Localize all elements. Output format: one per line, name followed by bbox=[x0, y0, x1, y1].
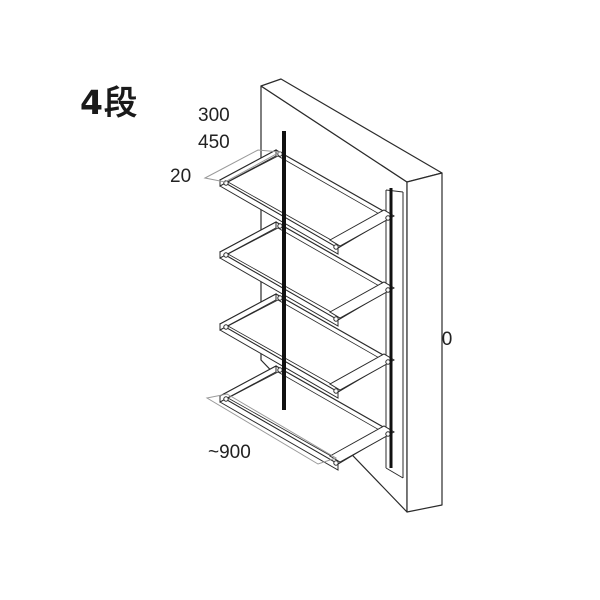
shelf-connector bbox=[277, 223, 283, 229]
shelves bbox=[219, 149, 395, 471]
shelf-left-edge bbox=[219, 365, 277, 403]
floor-guide bbox=[205, 393, 338, 465]
shelf-connector bbox=[277, 367, 283, 373]
width-label: ~900 bbox=[208, 442, 251, 463]
shelf-connector bbox=[333, 244, 339, 250]
depth-label-300: 300 bbox=[198, 105, 230, 126]
shelf-bracket-arm bbox=[329, 281, 395, 319]
shelf-connector bbox=[333, 460, 339, 466]
shelf-connector bbox=[223, 252, 229, 258]
shelf-4 bbox=[219, 365, 395, 471]
shelf-connector bbox=[223, 324, 229, 330]
depth-label-450: 450 bbox=[198, 132, 230, 153]
shelf-connector bbox=[223, 396, 229, 402]
shelf-bracket-arm bbox=[329, 209, 395, 247]
shelf-left-edge bbox=[219, 293, 277, 331]
shelf-bracket-arm bbox=[329, 425, 395, 463]
wall-rail bbox=[385, 189, 404, 479]
shelf-connector bbox=[277, 295, 283, 301]
diagram-title: 4段 bbox=[80, 83, 138, 122]
shelf-left-edge bbox=[219, 221, 277, 259]
shelf-connector bbox=[333, 388, 339, 394]
thickness-label: 20 bbox=[170, 166, 192, 187]
shelf-bracket-arm bbox=[329, 353, 395, 391]
shelf-connector bbox=[333, 316, 339, 322]
depth-guide bbox=[203, 149, 282, 183]
wall-side-face bbox=[406, 172, 443, 513]
shelf-1 bbox=[219, 149, 395, 255]
shelf-3 bbox=[219, 293, 395, 399]
